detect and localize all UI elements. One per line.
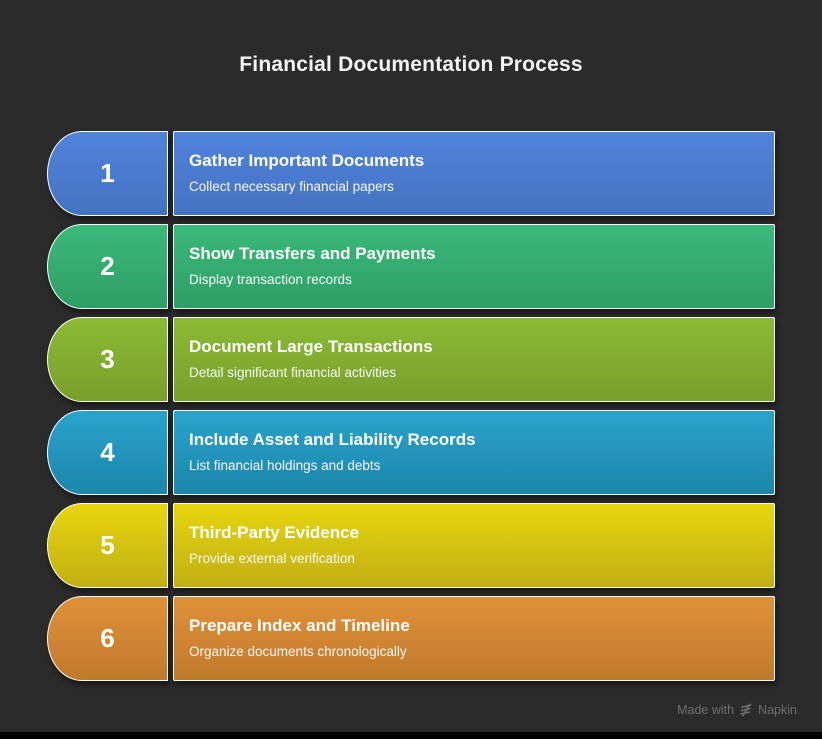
step-subtitle: Organize documents chronologically — [189, 644, 407, 660]
process-steps-list: 1 Gather Important Documents Collect nec… — [47, 131, 775, 681]
step-row-2: 2 Show Transfers and Payments Display tr… — [47, 224, 775, 309]
step-number: 2 — [100, 251, 115, 281]
watermark: Made with Napkin — [677, 702, 797, 718]
napkin-logo-icon — [740, 703, 752, 717]
step-number: 6 — [100, 623, 115, 653]
page-title: Financial Documentation Process — [239, 53, 583, 76]
step-title: Gather Important Documents — [189, 150, 425, 170]
step-card: Third-Party Evidence Provide external ve… — [173, 503, 775, 588]
step-subtitle: Provide external verification — [189, 551, 355, 567]
step-title: Prepare Index and Timeline — [189, 615, 410, 635]
step-number-badge: 2 — [47, 224, 168, 309]
step-row-4: 4 Include Asset and Liability Records Li… — [47, 410, 775, 495]
step-number-badge: 4 — [47, 410, 168, 495]
step-number: 5 — [100, 530, 115, 560]
step-row-3: 3 Document Large Transactions Detail sig… — [47, 317, 775, 402]
bottom-strip — [0, 732, 822, 739]
step-title: Document Large Transactions — [189, 336, 433, 356]
step-number: 4 — [100, 437, 115, 467]
step-subtitle: Collect necessary financial papers — [189, 179, 394, 195]
watermark-brand: Napkin — [758, 703, 797, 717]
step-title: Third-Party Evidence — [189, 522, 360, 542]
step-number: 3 — [100, 344, 115, 374]
step-subtitle: Detail significant financial activities — [189, 365, 397, 381]
step-card: Prepare Index and Timeline Organize docu… — [173, 596, 775, 681]
step-title: Include Asset and Liability Records — [189, 429, 476, 449]
step-subtitle: List financial holdings and debts — [189, 458, 381, 474]
step-row-1: 1 Gather Important Documents Collect nec… — [47, 131, 775, 216]
step-subtitle: Display transaction records — [189, 272, 352, 288]
step-number-badge: 1 — [47, 131, 168, 216]
step-title: Show Transfers and Payments — [189, 243, 436, 263]
step-card: Show Transfers and Payments Display tran… — [173, 224, 775, 309]
step-row-6: 6 Prepare Index and Timeline Organize do… — [47, 596, 775, 681]
step-number-badge: 6 — [47, 596, 168, 681]
step-row-5: 5 Third-Party Evidence Provide external … — [47, 503, 775, 588]
step-number-badge: 3 — [47, 317, 168, 402]
watermark-text: Made with — [677, 703, 735, 717]
step-number-badge: 5 — [47, 503, 168, 588]
step-card: Gather Important Documents Collect neces… — [173, 131, 775, 216]
step-number: 1 — [100, 158, 115, 188]
step-card: Document Large Transactions Detail signi… — [173, 317, 775, 402]
step-card: Include Asset and Liability Records List… — [173, 410, 775, 495]
